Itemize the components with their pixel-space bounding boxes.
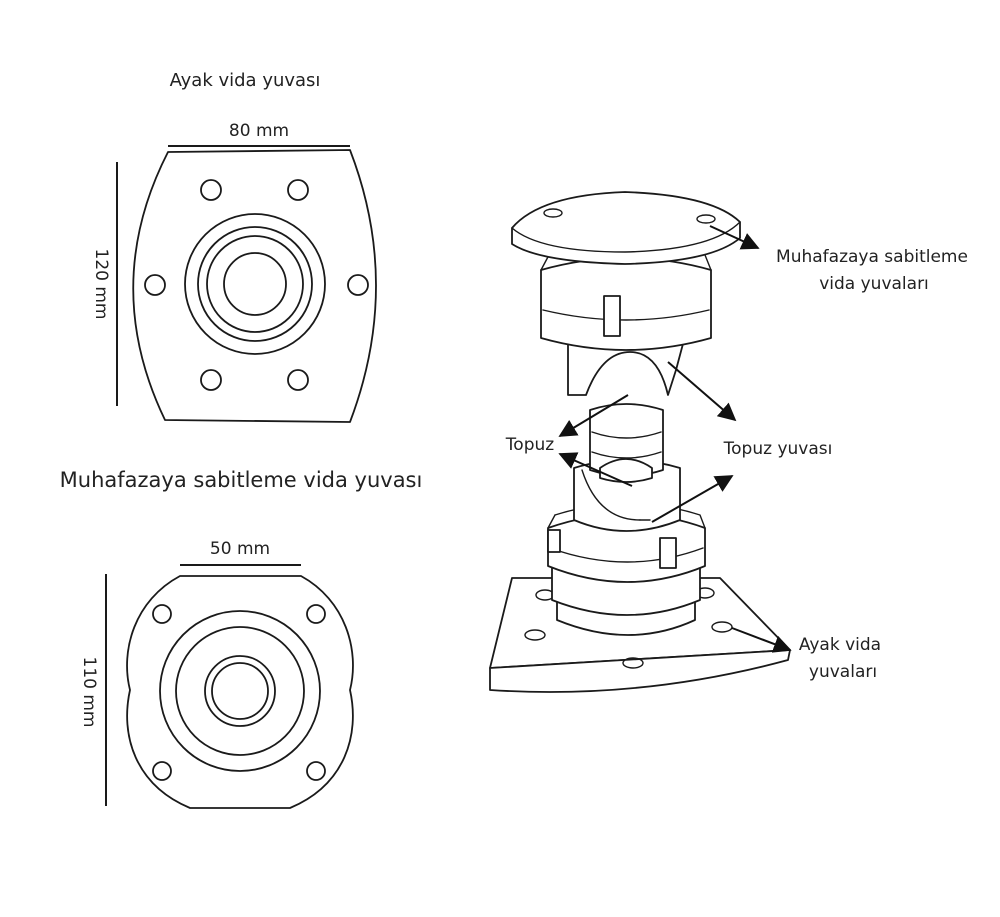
screw-hole-icon <box>696 214 716 224</box>
bottom-collar <box>547 502 706 636</box>
top-housing-plate <box>511 191 741 265</box>
housing-plate-height-label: 110 mm <box>79 657 99 728</box>
screw-hole-icon <box>347 274 369 296</box>
screw-hole-icon <box>543 208 563 218</box>
screw-hole-icon <box>287 179 309 201</box>
arrow-icon <box>731 627 792 653</box>
screw-hole-icon <box>200 369 222 391</box>
screw-hole-icon <box>200 179 222 201</box>
housing-screw-holes-label-2: vida yuvaları <box>819 274 929 294</box>
middle-ring <box>175 626 305 756</box>
screw-hole-icon <box>622 657 644 669</box>
upper-ball-socket <box>540 242 712 396</box>
ball-label: Topuz <box>505 435 554 455</box>
screw-hole-icon <box>524 629 546 641</box>
screw-hole-icon <box>152 604 172 624</box>
inner-ring <box>204 655 276 727</box>
housing-plate-title: Muhafazaya sabitleme vida yuvası <box>60 468 423 492</box>
foot-plate-outline <box>132 149 377 423</box>
screw-hole-icon <box>306 761 326 781</box>
screw-hole-icon <box>287 369 309 391</box>
arrow-icon <box>709 225 760 250</box>
center-bore <box>211 662 269 720</box>
arrow-icon <box>558 394 629 437</box>
foot-screw-holes-label-2: yuvaları <box>809 662 877 682</box>
arrow-icon <box>651 475 734 523</box>
arrow-icon <box>667 361 737 422</box>
ball <box>589 403 664 483</box>
arrow-icon <box>558 452 633 487</box>
housing-plate-width-label: 50 mm <box>210 539 270 559</box>
housing-screw-holes-label-1: Muhafazaya sabitleme <box>776 247 968 267</box>
foot-plate-title: Ayak vida yuvası <box>170 70 321 91</box>
outer-ring <box>184 213 326 355</box>
screw-hole-icon <box>152 761 172 781</box>
screw-hole-icon <box>711 621 733 633</box>
housing-plate-view: Muhafazaya sabitleme vida yuvası 50 mm 1… <box>60 468 423 809</box>
screw-hole-icon <box>144 274 166 296</box>
outer-ring <box>159 610 321 772</box>
housing-plate-outline <box>126 575 354 809</box>
foot-screw-holes-label-1: Ayak vida <box>799 635 881 655</box>
screw-hole-icon <box>306 604 326 624</box>
foot-plate-view: Ayak vida yuvası 80 mm 120 mm <box>91 70 377 423</box>
foot-plate-width-label: 80 mm <box>229 121 289 141</box>
foot-plate-height-label: 120 mm <box>91 249 111 320</box>
exploded-assembly-view <box>489 191 792 693</box>
middle-ring <box>197 226 313 342</box>
inner-ring <box>206 235 304 333</box>
ball-socket-label: Topuz yuvası <box>723 439 833 459</box>
center-bore <box>223 252 287 316</box>
